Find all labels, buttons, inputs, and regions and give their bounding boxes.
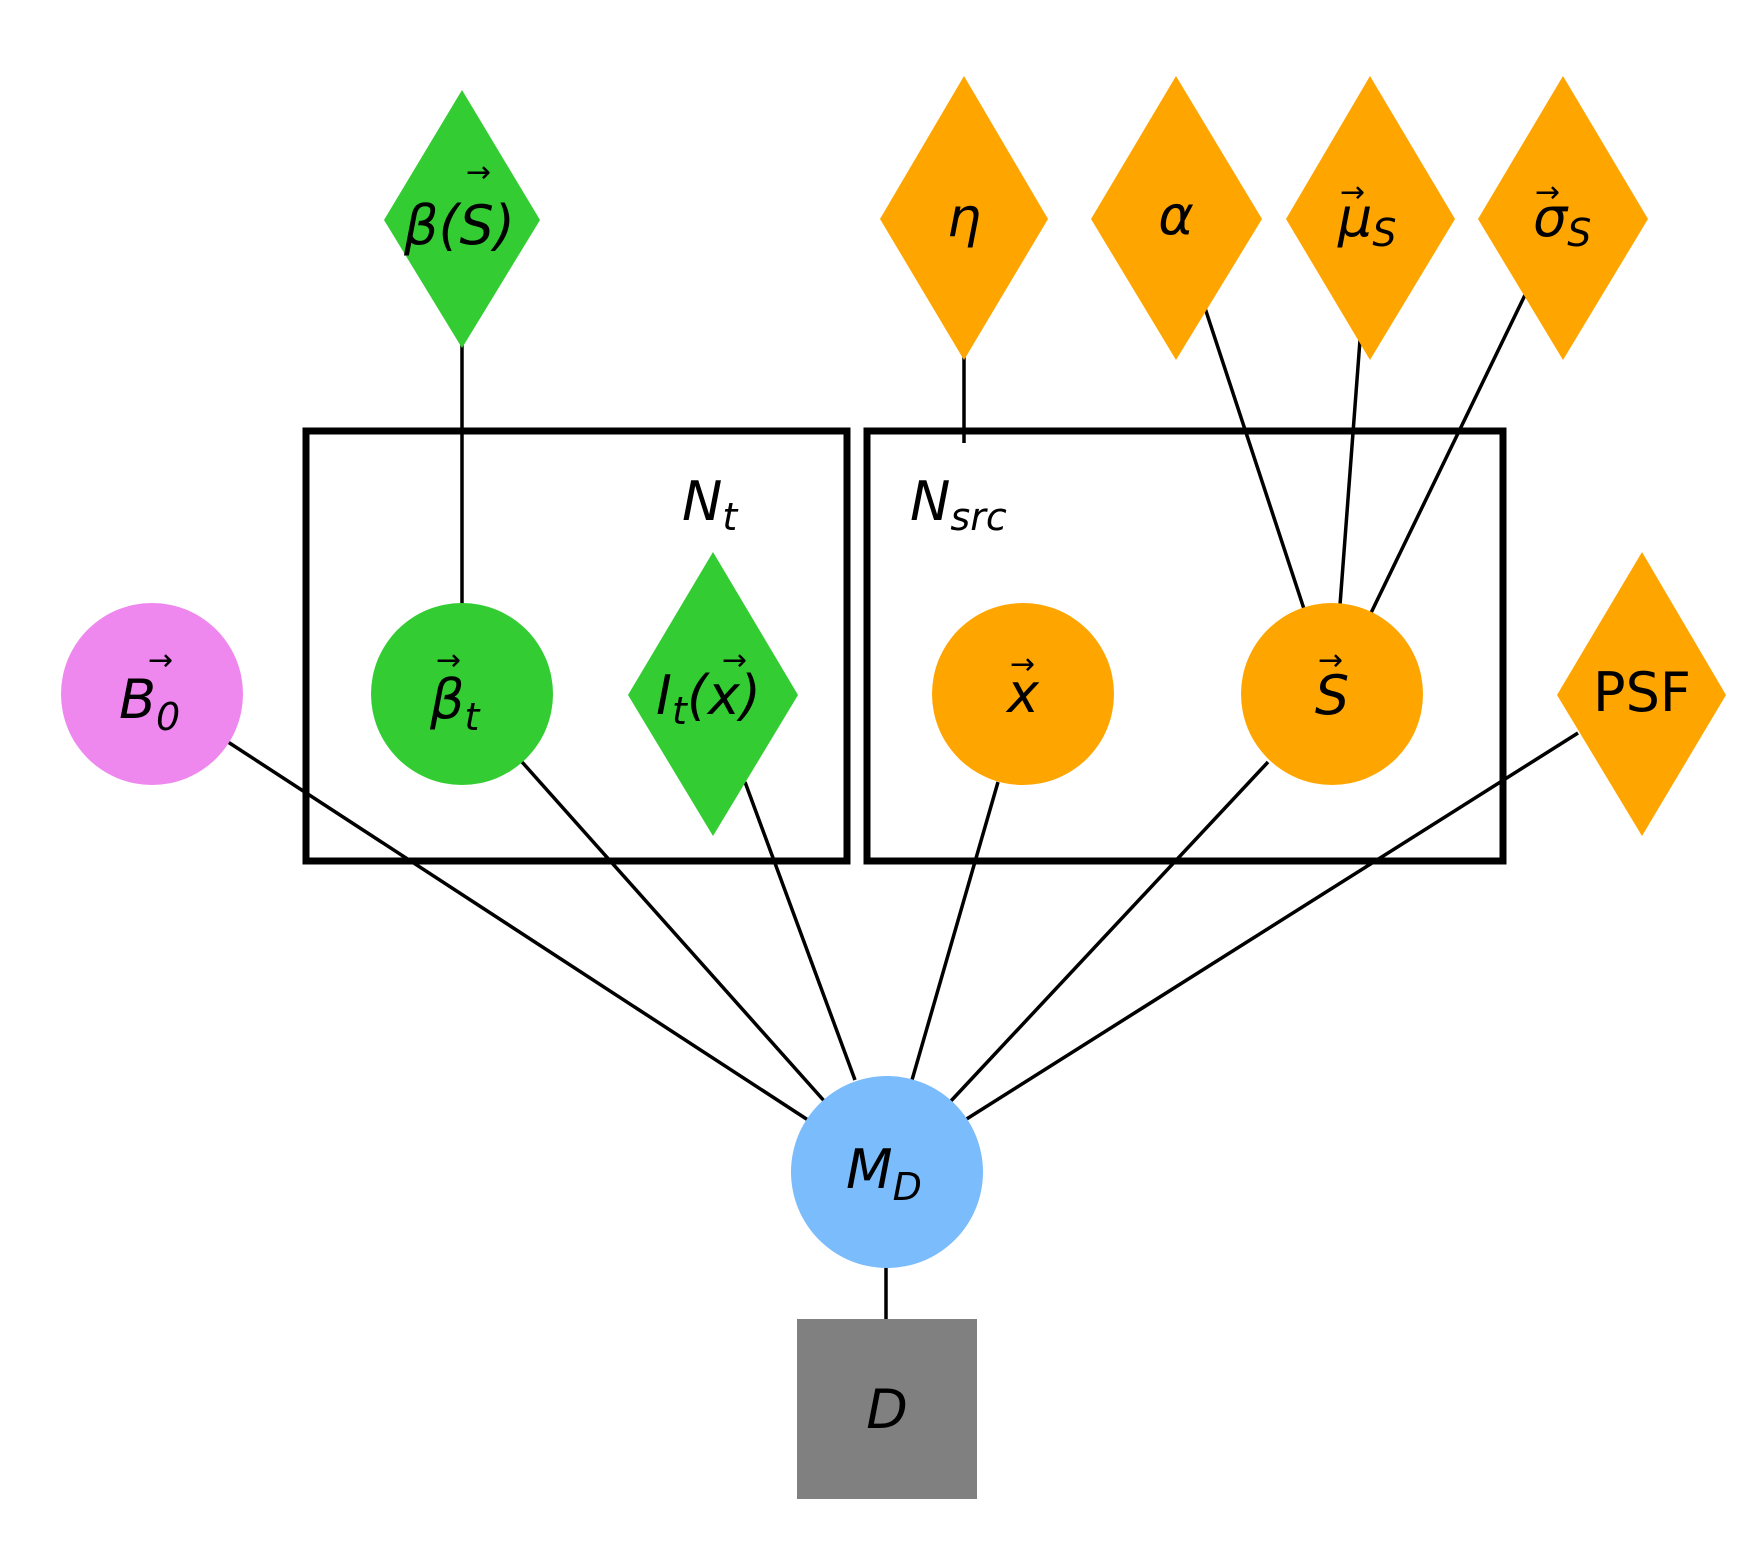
node-beta-of-S-label: β(S): [403, 194, 515, 257]
node-S-shape: [1241, 603, 1423, 785]
arrow-mark: →: [436, 643, 461, 678]
node-B0-label: B0: [119, 668, 180, 739]
node-I-t-label: It(x): [656, 664, 761, 733]
arrow-mark: →: [466, 155, 491, 190]
plate-time: [302, 427, 851, 865]
node-M-D: MD: [791, 1076, 983, 1268]
edge-I-t-to-MD: [743, 781, 857, 1081]
node-x-label: x: [1005, 662, 1040, 725]
node-alpha-shape: [1091, 76, 1262, 360]
node-mu-S: μS →: [1286, 76, 1455, 360]
node-sigma-S-label: σS: [1533, 186, 1591, 255]
node-beta-of-S-shape: [384, 90, 540, 348]
node-M-D-label: MD: [846, 1138, 922, 1209]
edge-mu-to-S: [1338, 339, 1362, 606]
node-B0: B0 →: [61, 603, 243, 785]
edge-B0-to-MD: [227, 740, 809, 1122]
node-PSF-label: PSF: [1593, 661, 1691, 724]
node-beta-t-shape: [371, 603, 553, 785]
arrow-mark: →: [1318, 643, 1343, 678]
node-beta-t-label: βt: [429, 668, 481, 739]
node-sigma-S: σS →: [1478, 76, 1648, 360]
edge-alpha-to-S: [1203, 307, 1307, 613]
arrow-mark: →: [148, 643, 173, 678]
node-sigma-S-shape: [1478, 76, 1648, 360]
arrow-mark: →: [1340, 175, 1365, 210]
node-alpha-label: α: [1158, 184, 1194, 247]
edge-beta-t-to-MD: [520, 760, 828, 1105]
node-S: S →: [1241, 603, 1423, 785]
node-x-shape: [932, 603, 1114, 785]
edge-PSF-to-MD: [964, 731, 1579, 1122]
node-beta-of-S: β(S) →: [384, 90, 540, 348]
node-S-label: S: [1315, 664, 1349, 727]
node-eta-shape: [880, 76, 1048, 360]
arrow-mark: →: [1010, 647, 1035, 682]
plate-sources: [863, 427, 1507, 865]
edge-sigma-to-S: [1368, 294, 1527, 616]
node-beta-t: βt →: [371, 603, 553, 785]
node-alpha: α: [1091, 76, 1262, 360]
node-eta-label: η: [947, 186, 981, 249]
node-D: D: [797, 1319, 977, 1499]
node-PSF: PSF: [1557, 552, 1726, 836]
node-I-t: It(x) →: [628, 552, 798, 836]
node-mu-S-label: μS: [1337, 186, 1396, 255]
edge-S-to-MD: [948, 760, 1270, 1104]
arrow-mark: →: [722, 643, 747, 678]
node-x: x →: [932, 603, 1114, 785]
node-D-label: D: [866, 1378, 908, 1441]
node-D-shape: [797, 1319, 977, 1499]
edge-x-to-MD: [910, 781, 1000, 1081]
node-M-D-shape: [791, 1076, 983, 1268]
node-PSF-shape: [1557, 552, 1726, 836]
node-B0-shape: [61, 603, 243, 785]
node-eta: η: [880, 76, 1048, 360]
arrow-mark: →: [1535, 175, 1560, 210]
plate-time-label: Nt: [682, 470, 739, 539]
node-mu-S-shape: [1286, 76, 1455, 360]
node-I-t-shape: [628, 552, 798, 836]
plate-sources-label: Nsrc: [910, 470, 1007, 539]
edges: [227, 294, 1579, 1320]
